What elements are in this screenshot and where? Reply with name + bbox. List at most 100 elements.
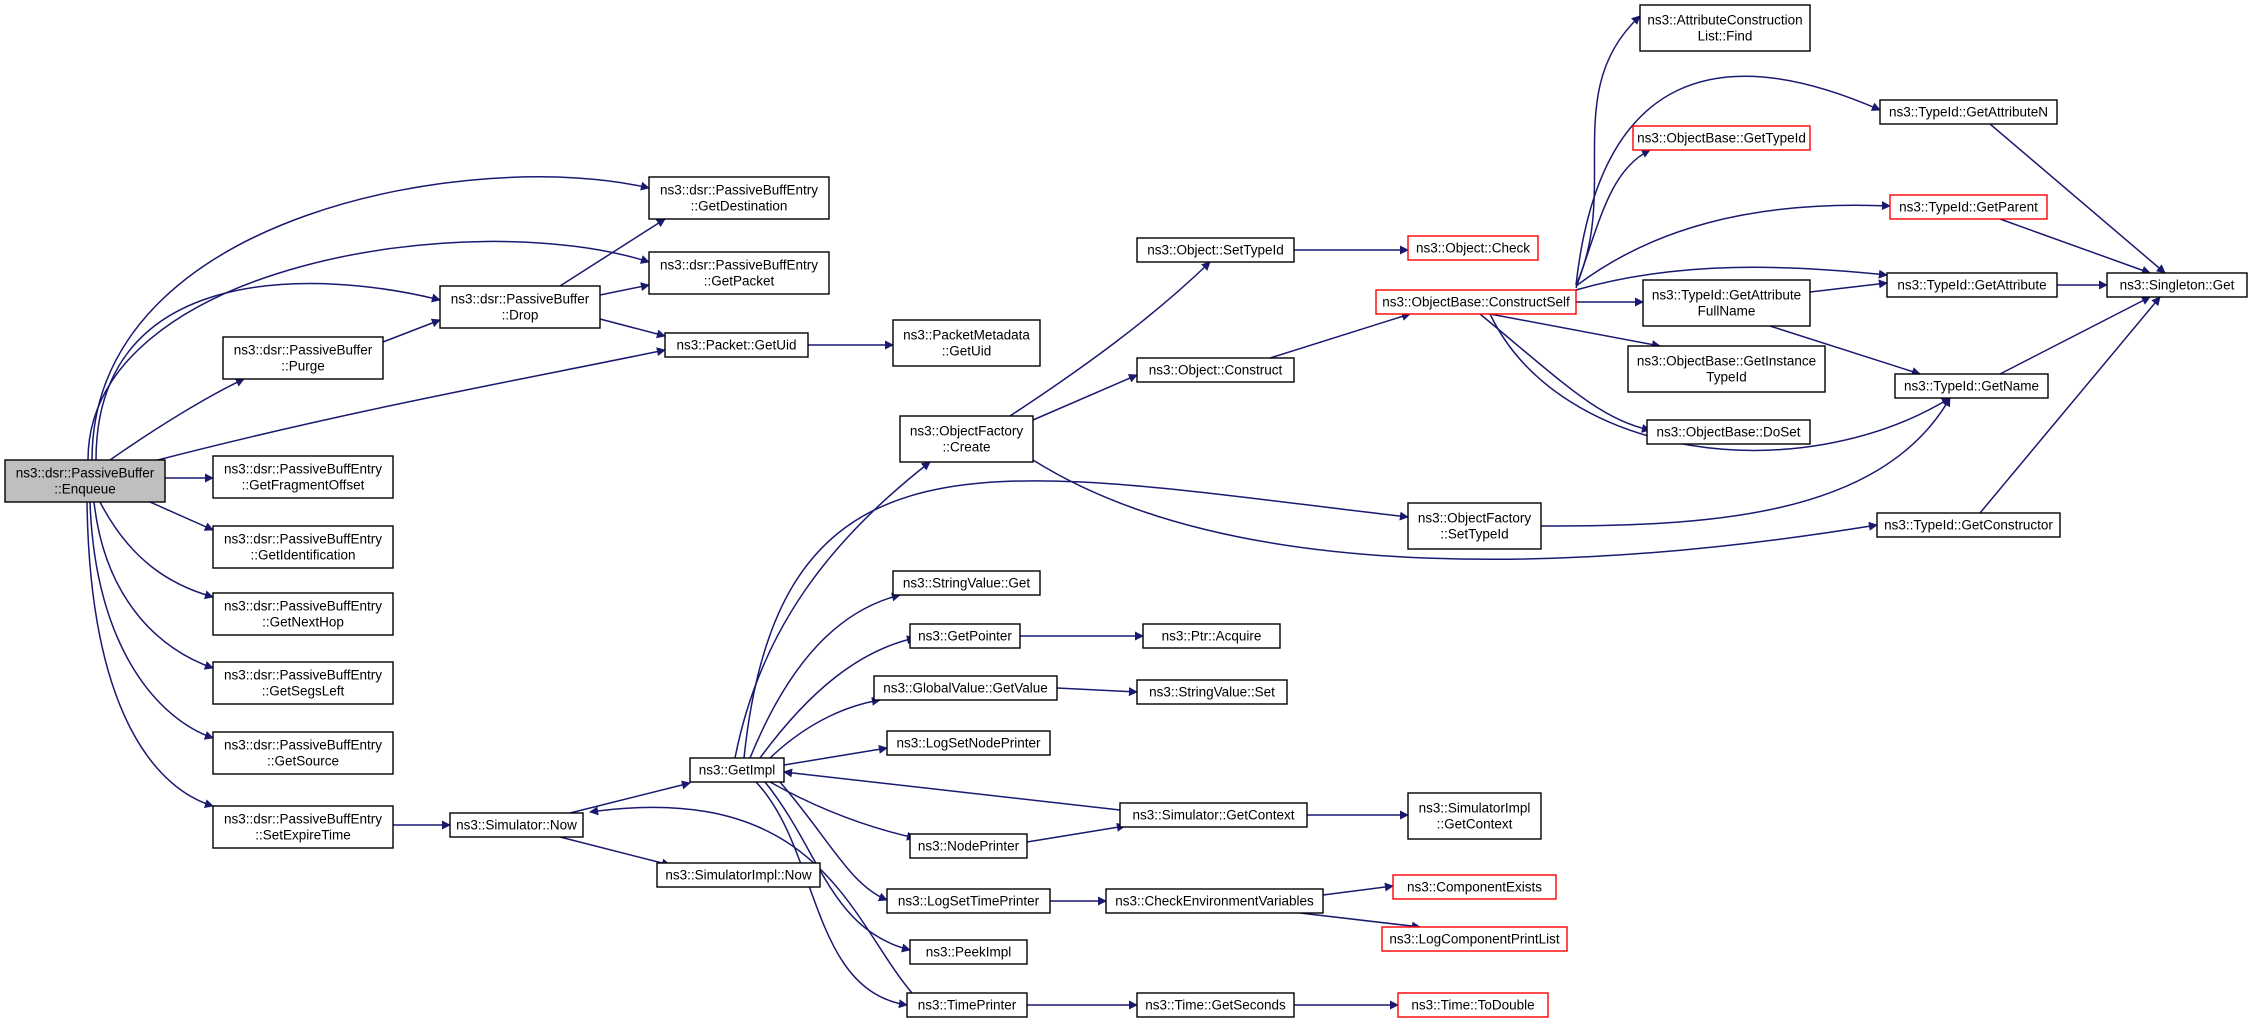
node-label: FullName	[1698, 304, 1756, 319]
node-checkEnvVars[interactable]: ns3::CheckEnvironmentVariables	[1105, 888, 1324, 914]
node-box	[4, 459, 166, 503]
edge-getConstructor-to-singletonGet	[1979, 296, 2161, 514]
node-box	[656, 862, 821, 888]
node-purge[interactable]: ns3::dsr::PassiveBuffer::Purge	[222, 336, 384, 380]
node-objectConstruct[interactable]: ns3::Object::Construct	[1136, 357, 1295, 383]
edge-line	[749, 592, 901, 759]
node-label: ns3::GetPointer	[918, 629, 1012, 644]
node-getName[interactable]: ns3::TypeId::GetName	[1894, 373, 2049, 399]
node-objectSetTypeId[interactable]: ns3::Object::SetTypeId	[1136, 237, 1295, 263]
edge-line	[1575, 75, 1881, 286]
node-box	[1407, 792, 1542, 840]
edge-getAttributeN-to-singletonGet	[1989, 123, 2166, 274]
node-simulatorImplNow[interactable]: ns3::SimulatorImpl::Now	[656, 862, 821, 888]
edge-getImpl-to-factorySetTypeId	[743, 480, 1409, 759]
node-label: ns3::CheckEnvironmentVariables	[1115, 894, 1314, 909]
node-enqueue[interactable]: ns3::dsr::PassiveBuffer::Enqueue	[4, 459, 166, 503]
node-getParent[interactable]: ns3::TypeId::GetParent	[1889, 194, 2048, 220]
node-getAttribute[interactable]: ns3::TypeId::GetAttribute	[1886, 272, 2058, 298]
node-globalGetValue[interactable]: ns3::GlobalValue::GetValue	[873, 675, 1058, 701]
edge-line	[1269, 312, 1411, 359]
edge-objectFactoryCreate-to-getConstructor	[1032, 459, 1878, 560]
edge-objectFactoryCreate-to-objectConstruct	[1032, 374, 1138, 421]
node-box	[873, 675, 1058, 701]
node-logSetTimePrinter[interactable]: ns3::LogSetTimePrinter	[886, 888, 1051, 914]
node-nodePrinter[interactable]: ns3::NodePrinter	[909, 833, 1028, 859]
node-getImpl[interactable]: ns3::GetImpl	[689, 757, 785, 783]
edge-enqueue-to-setExpireTime	[86, 501, 214, 808]
edge-line	[1032, 374, 1138, 421]
node-box	[1407, 235, 1539, 261]
node-label: ns3::LogSetTimePrinter	[898, 894, 1040, 909]
node-label: List::Find	[1698, 29, 1753, 44]
node-getConstructor[interactable]: ns3::TypeId::GetConstructor	[1876, 512, 2061, 538]
node-getSegsLeft[interactable]: ns3::dsr::PassiveBuffEntry::GetSegsLeft	[212, 661, 394, 705]
node-factorySetTypeId[interactable]: ns3::ObjectFactory::SetTypeId	[1407, 502, 1542, 550]
node-logComponentPrintList[interactable]: ns3::LogComponentPrintList	[1381, 926, 1568, 952]
node-timeGetSeconds[interactable]: ns3::Time::GetSeconds	[1136, 992, 1295, 1018]
node-label: ::GetNextHop	[262, 615, 344, 630]
node-setExpireTime[interactable]: ns3::dsr::PassiveBuffEntry::SetExpireTim…	[212, 805, 394, 849]
node-simulatorNow[interactable]: ns3::Simulator::Now	[449, 812, 584, 838]
node-label: ns3::dsr::PassiveBuffEntry	[224, 532, 382, 547]
node-timeToDouble[interactable]: ns3::Time::ToDouble	[1397, 992, 1549, 1018]
node-label: ns3::ObjectFactory	[1418, 511, 1532, 526]
node-packetGetUid[interactable]: ns3::Packet::GetUid	[664, 332, 809, 358]
node-peekImpl[interactable]: ns3::PeekImpl	[909, 939, 1028, 965]
node-label: ns3::ObjectBase::ConstructSelf	[1382, 295, 1570, 310]
edge-line	[1769, 325, 1921, 376]
node-label: ns3::Time::GetSeconds	[1145, 998, 1286, 1013]
edge-line	[1979, 296, 2161, 514]
node-objectBaseGetTypeId[interactable]: ns3::ObjectBase::GetTypeId	[1632, 125, 1811, 151]
node-label: ns3::Object::SetTypeId	[1147, 243, 1284, 258]
node-logSetNodePrinter[interactable]: ns3::LogSetNodePrinter	[886, 730, 1051, 756]
node-getFragmentOffset[interactable]: ns3::dsr::PassiveBuffEntry::GetFragmentO…	[212, 455, 394, 499]
node-getSource[interactable]: ns3::dsr::PassiveBuffEntry::GetSource	[212, 731, 394, 775]
node-box	[1136, 992, 1295, 1018]
node-simImplGetContext[interactable]: ns3::SimulatorImpl::GetContext	[1407, 792, 1542, 840]
node-label: ns3::GlobalValue::GetValue	[883, 681, 1048, 696]
node-doSet[interactable]: ns3::ObjectBase::DoSet	[1646, 419, 1811, 445]
node-label: ns3::TypeId::GetAttribute	[1897, 278, 2046, 293]
edge-line	[769, 696, 881, 759]
node-singletonGet[interactable]: ns3::Singleton::Get	[2106, 272, 2248, 298]
node-stringValueSet[interactable]: ns3::StringValue::Set	[1136, 679, 1288, 705]
edge-objectConstruct-to-constructSelf	[1269, 312, 1411, 359]
node-getPacket[interactable]: ns3::dsr::PassiveBuffEntry::GetPacket	[648, 251, 830, 295]
node-getDestination[interactable]: ns3::dsr::PassiveBuffEntry::GetDestinati…	[648, 176, 830, 220]
edge-line	[1009, 261, 1211, 417]
node-label: ns3::NodePrinter	[918, 839, 1020, 854]
edge-line	[91, 176, 650, 461]
node-label: ns3::StringValue::Set	[1149, 685, 1275, 700]
node-componentExists[interactable]: ns3::ComponentExists	[1392, 874, 1557, 900]
node-timePrinter[interactable]: ns3::TimePrinter	[906, 992, 1028, 1018]
node-label: ::Create	[942, 440, 990, 455]
edge-line	[589, 806, 913, 994]
node-objectFactoryCreate[interactable]: ns3::ObjectFactory::Create	[899, 415, 1034, 463]
node-objectCheck[interactable]: ns3::Object::Check	[1407, 235, 1539, 261]
node-getPointer[interactable]: ns3::GetPointer	[909, 623, 1021, 649]
edge-drop-to-packetGetUid	[599, 318, 666, 339]
node-packetMetadataGetUid[interactable]: ns3::PacketMetadata::GetUid	[892, 319, 1041, 367]
node-getIdentification[interactable]: ns3::dsr::PassiveBuffEntry::GetIdentific…	[212, 525, 394, 569]
node-label: ::Purge	[281, 359, 325, 374]
node-label: ns3::dsr::PassiveBuffEntry	[224, 462, 382, 477]
node-label: TypeId	[1706, 370, 1747, 385]
node-drop[interactable]: ns3::dsr::PassiveBuffer::Drop	[439, 285, 601, 329]
node-label: ns3::TypeId::GetAttribute	[1652, 288, 1801, 303]
edge-line	[382, 318, 441, 343]
node-ptrAcquire[interactable]: ns3::Ptr::Acquire	[1142, 623, 1281, 649]
edge-constructSelf-to-getInstanceTypeId	[1489, 313, 1661, 349]
node-box	[1136, 679, 1288, 705]
node-stringValueGet[interactable]: ns3::StringValue::Get	[892, 570, 1041, 596]
node-getNextHop[interactable]: ns3::dsr::PassiveBuffEntry::GetNextHop	[212, 592, 394, 636]
node-getAttributeN[interactable]: ns3::TypeId::GetAttributeN	[1879, 99, 2058, 125]
node-simulatorGetContext[interactable]: ns3::Simulator::GetContext	[1119, 802, 1308, 828]
node-constructSelf[interactable]: ns3::ObjectBase::ConstructSelf	[1375, 289, 1577, 315]
node-box	[212, 592, 394, 636]
node-box	[2106, 272, 2248, 298]
edge-globalGetValue-to-stringValueSet	[1056, 687, 1138, 697]
